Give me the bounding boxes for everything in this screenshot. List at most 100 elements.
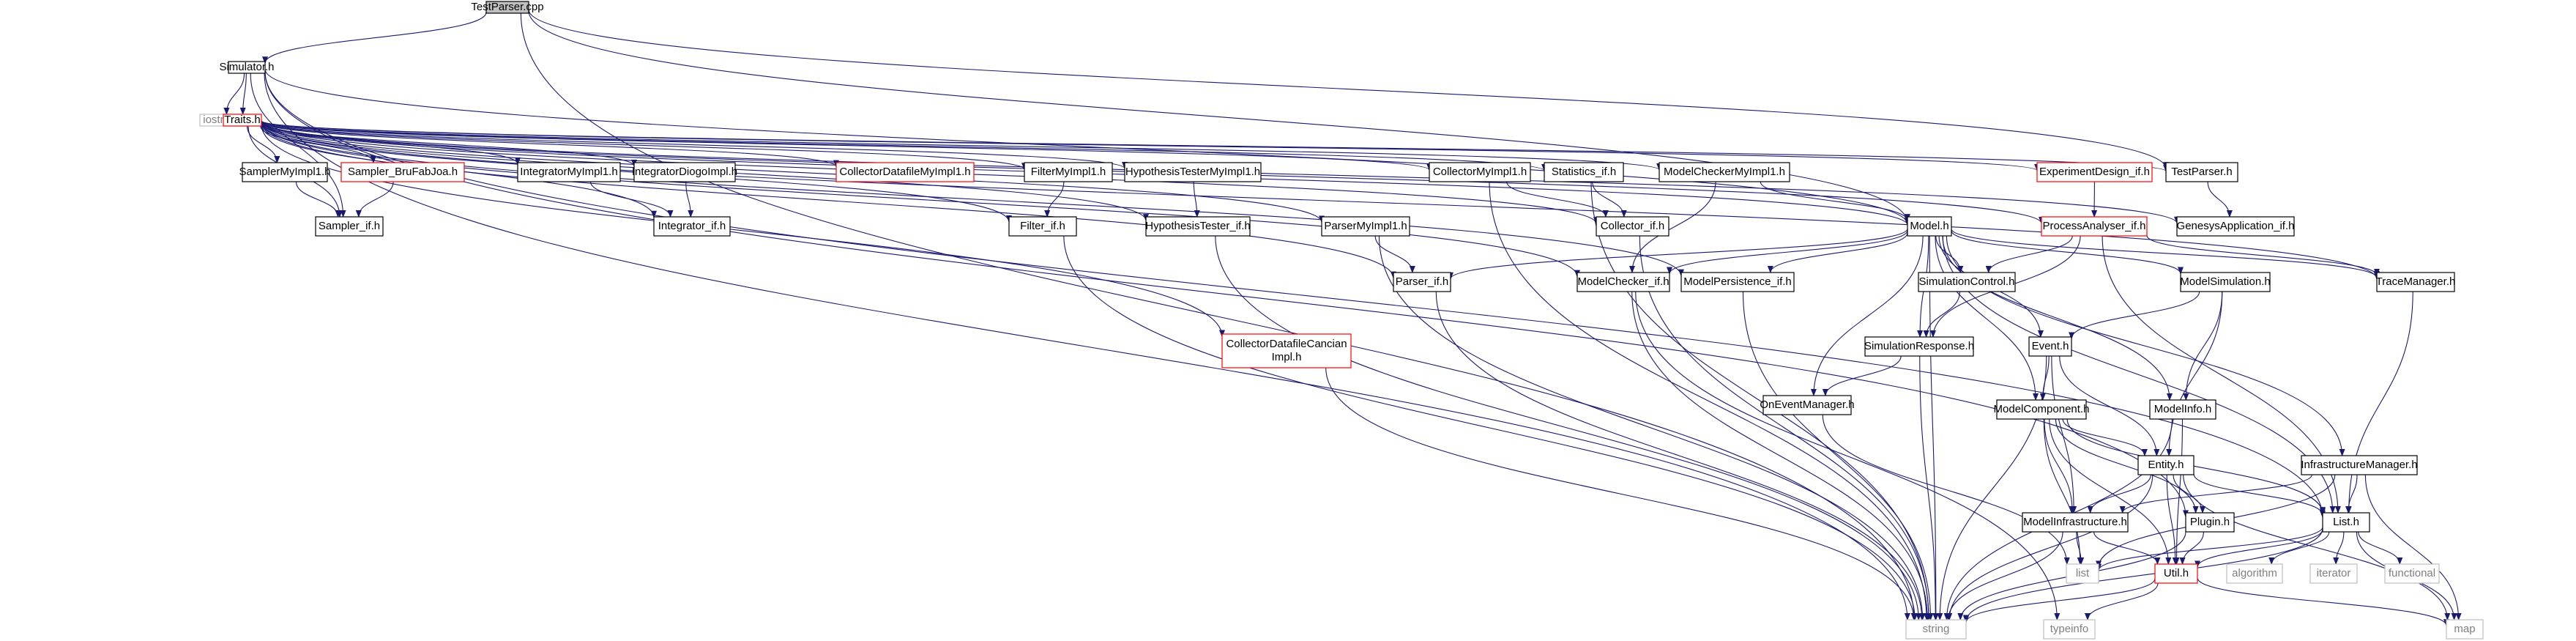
node-list-h[interactable]: List.h bbox=[2322, 512, 2370, 533]
node-experimentdesign-if-h[interactable]: ExperimentDesign_if.h bbox=[2036, 162, 2153, 182]
edge-testparser-cpp-to-simulator-h bbox=[262, 12, 487, 64]
node-statistics-if-h[interactable]: Statistics_if.h bbox=[1544, 162, 1624, 182]
edge-simulator-h-to-string bbox=[264, 73, 1910, 620]
node-label: Traits.h bbox=[224, 114, 260, 126]
node-label: SamplerMyImpl1.h bbox=[239, 166, 330, 178]
edge-integratormyimpl1-h-to-integrator-if-h bbox=[589, 181, 674, 218]
node-modelcheckermyimpl1-h[interactable]: ModelCheckerMyImpl1.h bbox=[1659, 162, 1790, 182]
node-modelchecker-if-h[interactable]: ModelChecker_if.h bbox=[1577, 272, 1670, 292]
node-oneventmanager-h[interactable]: OnEventManager.h bbox=[1760, 395, 1855, 415]
node-simulator-h[interactable]: Simulator.h bbox=[219, 61, 275, 74]
edge-simulationresponse-h-to-oneventmanager-h bbox=[1822, 355, 1902, 396]
node-model-h[interactable]: Model.h bbox=[1907, 216, 1952, 237]
edge-list-h-to-string bbox=[1963, 528, 2323, 623]
edge-modelcomponent-h-to-modelinfrastructure-h bbox=[2044, 418, 2076, 514]
node-box bbox=[2041, 216, 2148, 237]
edge-list-h-to-util-h bbox=[2195, 529, 2323, 568]
edge-list-h-to-list bbox=[2096, 527, 2323, 571]
edge-collectordatafilecancianimpl-h-to-string bbox=[1325, 367, 1917, 620]
node-modelinfo-h[interactable]: ModelInfo.h bbox=[2149, 399, 2216, 420]
node-label: IntegratorMyImpl1.h bbox=[520, 166, 617, 178]
node-box bbox=[2322, 512, 2370, 533]
node-box bbox=[315, 216, 384, 237]
node-box bbox=[1907, 216, 1952, 237]
node-sampler-brufabjoa-h[interactable]: Sampler_BruFabJoa.h bbox=[340, 162, 465, 182]
edge-modelcheckermyimpl1-h-to-model-h bbox=[1760, 181, 1910, 222]
node-box bbox=[1762, 395, 1852, 415]
node-label: Impl.h bbox=[1272, 351, 1302, 363]
edge-infrastructuremanager-h-to-modelinfrastructure-h bbox=[2119, 474, 2312, 514]
node-collector-if-h[interactable]: Collector_if.h bbox=[1596, 216, 1669, 237]
node-util-h[interactable]: Util.h bbox=[2154, 563, 2198, 584]
edge-testparser-cpp-to-model-h bbox=[528, 10, 1910, 224]
node-label: map bbox=[2454, 623, 2475, 635]
node-integrator-if-h[interactable]: Integrator_if.h bbox=[653, 216, 731, 237]
node-parsermyimpl1-h[interactable]: ParserMyImpl1.h bbox=[1321, 216, 1410, 237]
node-tracemanager-h[interactable]: TraceManager.h bbox=[2376, 272, 2456, 292]
edge-util-h-to-string bbox=[1963, 578, 2156, 623]
node-box bbox=[1596, 216, 1669, 237]
node-simulationresponse-h[interactable]: SimulationResponse.h bbox=[1864, 336, 1974, 357]
node-filtermyimpl1-h[interactable]: FilterMyImpl1.h bbox=[1024, 162, 1113, 182]
node-box bbox=[2043, 619, 2096, 640]
node-label: iterator bbox=[2317, 567, 2351, 579]
edge-traits-h-to-testparser-h bbox=[261, 120, 2169, 172]
node-parser-if-h[interactable]: Parser_if.h bbox=[1393, 272, 1451, 292]
edge-samplermyimpl1-h-to-sampler-if-h bbox=[295, 181, 341, 218]
edge-traits-h-to-samplermyimpl1-h bbox=[246, 125, 280, 163]
edge-collectormyimpl1-h-to-string bbox=[1489, 181, 1930, 620]
node-plugin-h[interactable]: Plugin.h bbox=[2185, 512, 2235, 533]
node-label: Event.h bbox=[2032, 340, 2069, 352]
node-label: Sampler_BruFabJoa.h bbox=[348, 166, 458, 178]
node-box bbox=[835, 162, 975, 182]
node-modelpersistence-if-h[interactable]: ModelPersistence_if.h bbox=[1680, 272, 1795, 292]
node-label: OnEventManager.h bbox=[1760, 399, 1854, 411]
edge-traits-h-to-statistics-if-h bbox=[261, 120, 1547, 171]
node-integratordiogoimpl-h[interactable]: IntegratorDiogoImpl.h bbox=[632, 162, 737, 182]
node-entity-h[interactable]: Entity.h bbox=[2137, 455, 2195, 475]
node-traits-h[interactable]: Traits.h bbox=[223, 114, 262, 127]
node-simulationcontrol-h[interactable]: SimulationControl.h bbox=[1918, 272, 2016, 292]
edge-entity-h-to-list-h bbox=[2193, 473, 2326, 516]
node-testparser-h[interactable]: TestParser.h bbox=[2165, 162, 2238, 182]
edge-traits-h-to-hypothesistestermyimpl1-h bbox=[261, 120, 1128, 169]
node-box bbox=[1024, 162, 1113, 182]
edge-hypothesistestermyimpl1-h-to-hypothesistester-if-h bbox=[1193, 181, 1200, 218]
edge-hypothesistester-if-h-to-string bbox=[1215, 235, 1922, 620]
node-box bbox=[228, 61, 266, 74]
node-processanalyser-if-h[interactable]: ProcessAnalyser_if.h bbox=[2041, 216, 2148, 237]
node-event-h[interactable]: Event.h bbox=[2028, 336, 2072, 357]
node-sampler-if-h[interactable]: Sampler_if.h bbox=[315, 216, 384, 237]
node-box bbox=[2384, 563, 2440, 584]
node-label: algorithm bbox=[2232, 567, 2277, 579]
node-filter-if-h[interactable]: Filter_if.h bbox=[1008, 216, 1077, 237]
node-box bbox=[517, 162, 621, 182]
node-integratormyimpl1-h[interactable]: IntegratorMyImpl1.h bbox=[517, 162, 621, 182]
edge-traits-h-to-parser-if-h bbox=[261, 122, 1396, 279]
edge-modelchecker-if-h-to-typeinfo bbox=[1635, 291, 2061, 620]
edge-entity-h-to-util-h bbox=[2166, 474, 2178, 565]
node-box bbox=[1918, 272, 2016, 292]
edge-model-h-to-simulationcontrol-h bbox=[1935, 235, 1964, 273]
node-testparser-cpp[interactable]: TestParser.cpp bbox=[471, 1, 544, 14]
node-collectordatafilemyimpl1-h[interactable]: CollectorDatafileMyImpl1.h bbox=[835, 162, 975, 182]
edge-model-h-to-modelcomponent-h bbox=[1935, 235, 2039, 401]
node-collectormyimpl1-h[interactable]: CollectorMyImpl1.h bbox=[1429, 162, 1531, 182]
node-box bbox=[2309, 563, 2358, 584]
node-hypothesistester-if-h[interactable]: HypothesisTester_if.h bbox=[1145, 216, 1251, 237]
edge-integratordiogoimpl-h-to-integrator-if-h bbox=[685, 181, 694, 218]
edge-modelinfo-h-to-util-h bbox=[2173, 418, 2184, 565]
node-label: list bbox=[2076, 567, 2090, 579]
node-hypothesistestermyimpl1-h[interactable]: HypothesisTesterMyImpl1.h bbox=[1124, 162, 1262, 182]
node-infrastructuremanager-h[interactable]: InfrastructureManager.h bbox=[2301, 455, 2418, 475]
node-modelinfrastructure-h[interactable]: ModelInfrastructure.h bbox=[2022, 512, 2129, 533]
node-modelsimulation-h[interactable]: ModelSimulation.h bbox=[2180, 272, 2271, 292]
node-modelcomponent-h[interactable]: ModelComponent.h bbox=[1994, 399, 2090, 420]
node-samplermyimpl1-h[interactable]: SamplerMyImpl1.h bbox=[239, 162, 331, 182]
node-genesysapplication-if-h[interactable]: GenesysApplication_if.h bbox=[2176, 216, 2295, 237]
node-box bbox=[242, 162, 328, 182]
edge-statistics-if-h-to-collector-if-h bbox=[1592, 181, 1627, 218]
node-label: InfrastructureManager.h bbox=[2301, 459, 2417, 471]
